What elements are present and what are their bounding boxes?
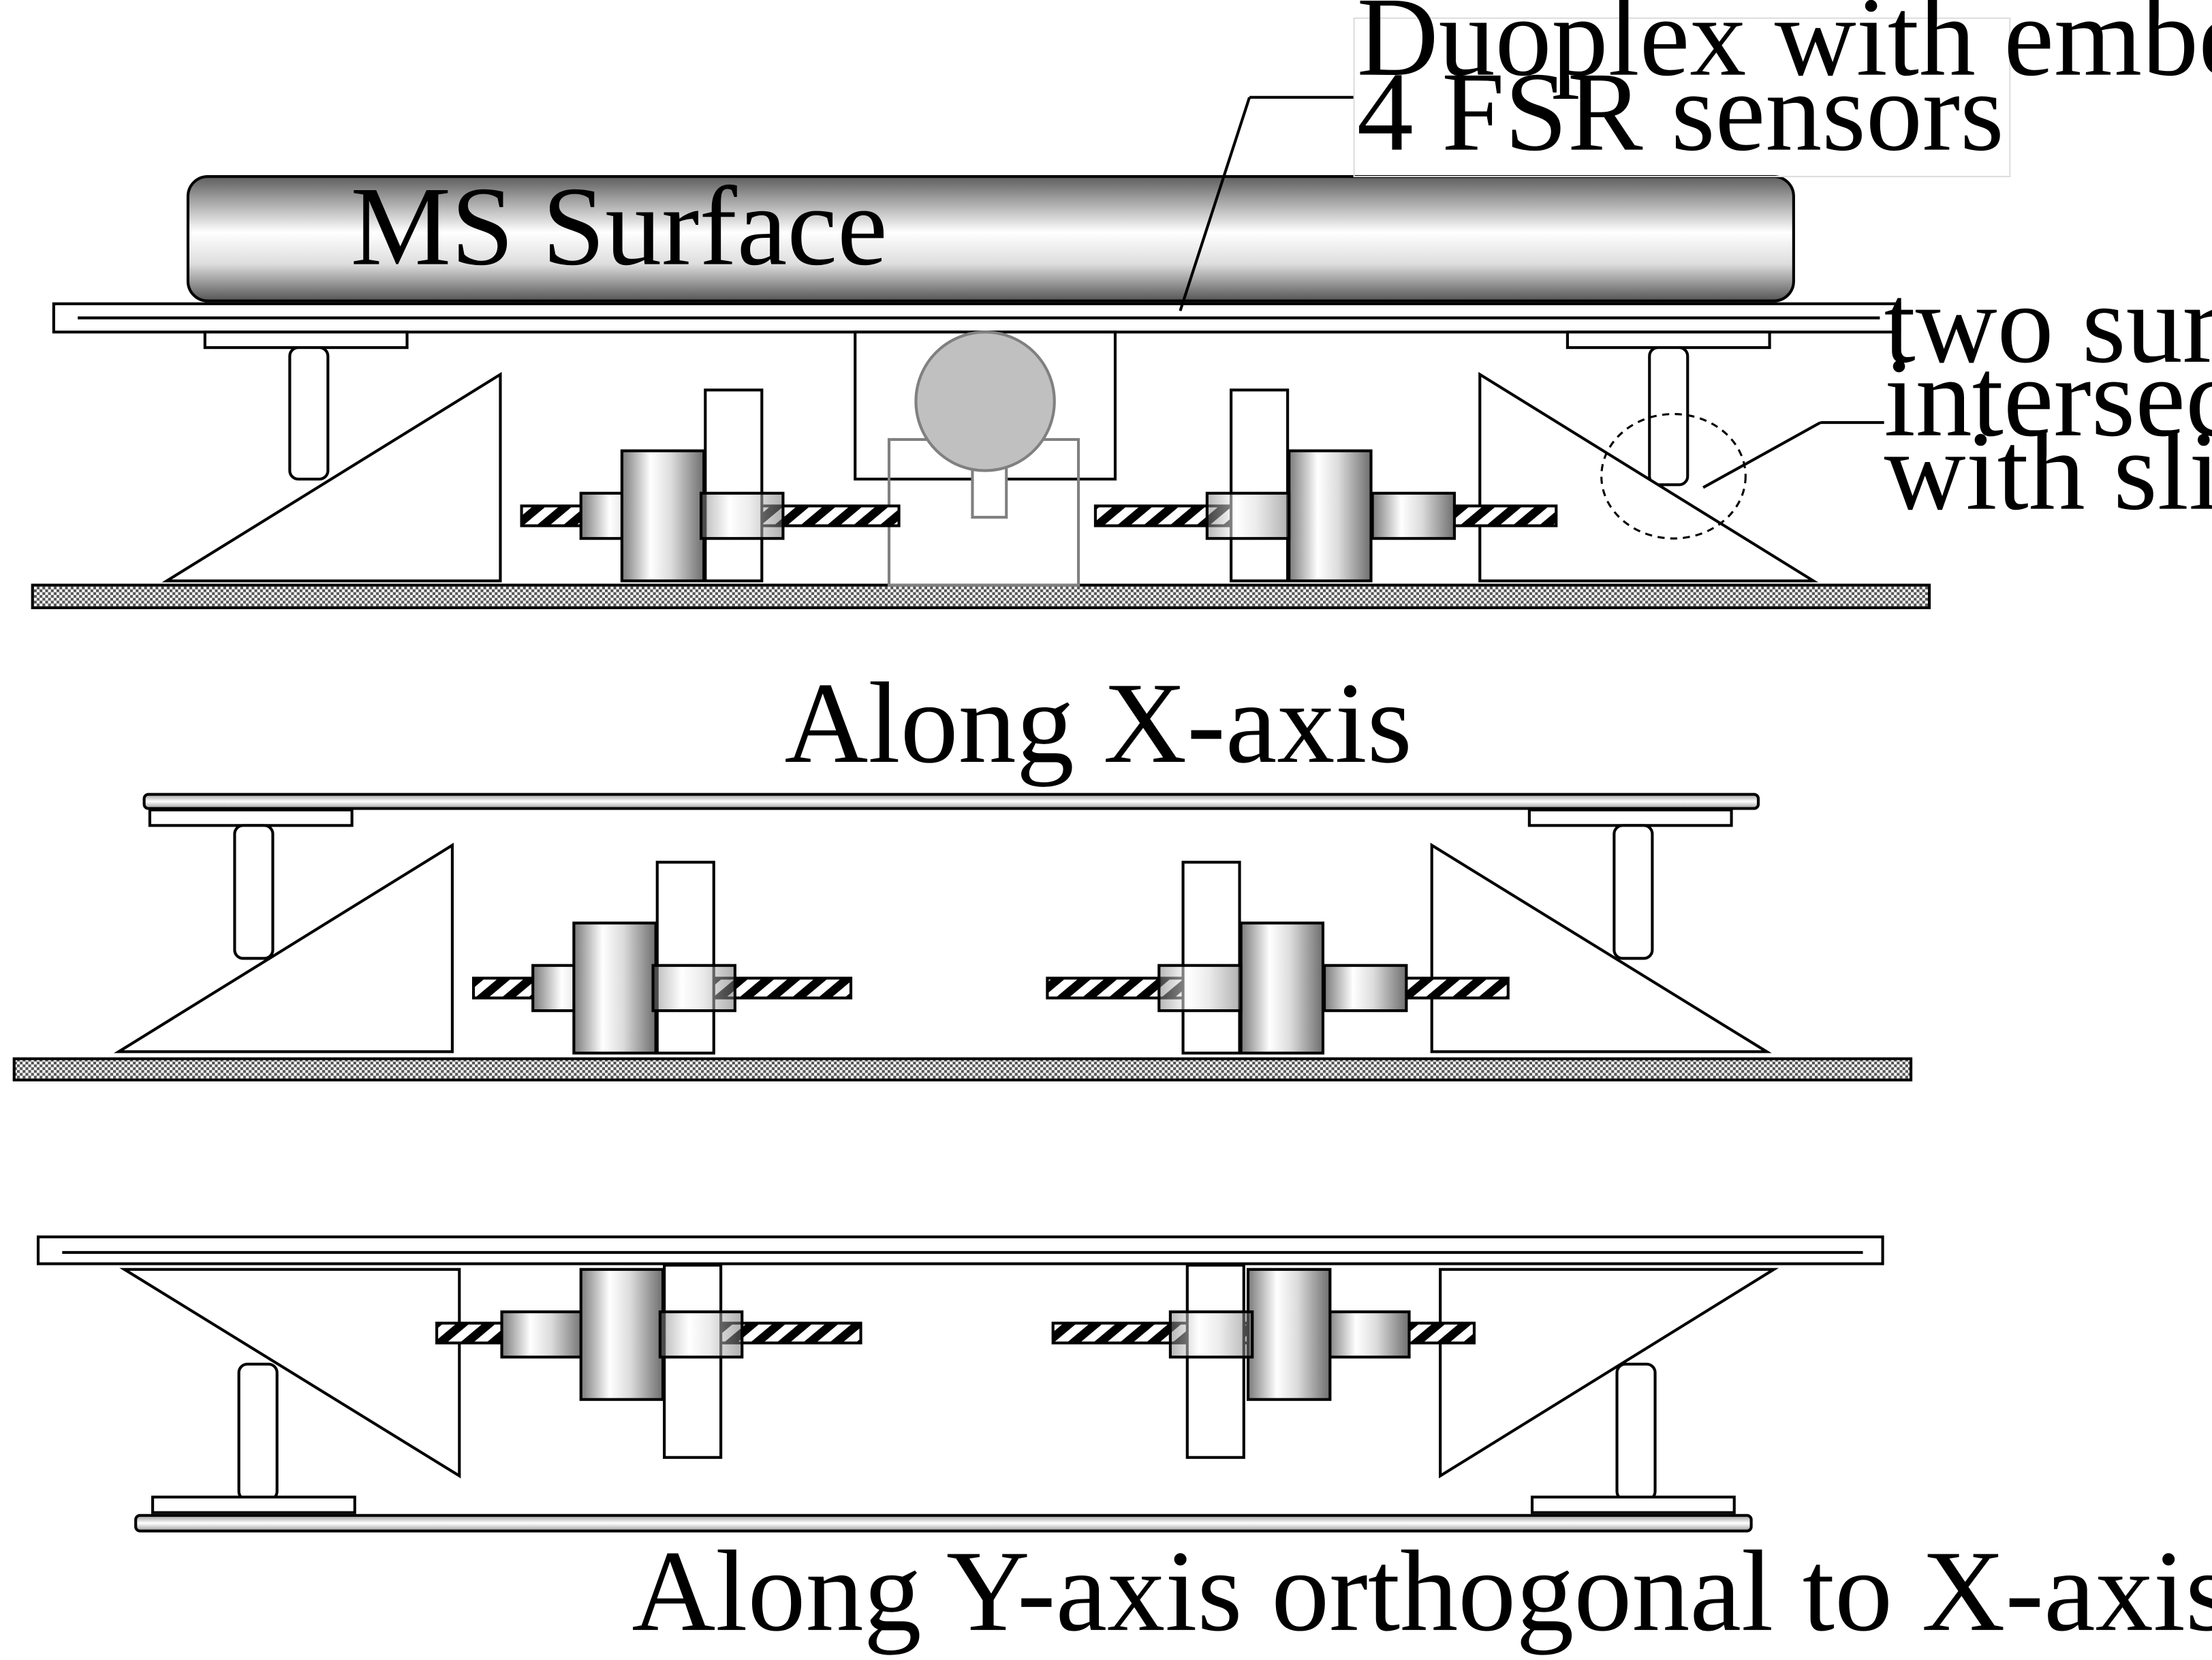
y-right-wedge: [1439, 1267, 1779, 1479]
m-left-actuator-nut: [651, 964, 736, 1013]
ms-surface-label: MS Surface: [351, 164, 888, 289]
duoplex-label-line2: 4 FSR sensors: [1357, 49, 2004, 174]
ball: [914, 331, 1056, 472]
x-right-top-pad: [1565, 331, 1771, 350]
x-right-actuator-nut: [1205, 491, 1291, 540]
m-right-wedge: [1430, 842, 1772, 1054]
x-left-top-pad: [203, 331, 409, 350]
x-right-wedge: [1478, 371, 1819, 583]
intersect-label-line2: intersecting: [1884, 335, 2212, 460]
y-top-plate: [36, 1235, 1884, 1265]
y-axis-caption: Along Y-axis orthogonal to X-axis: [632, 1526, 2212, 1655]
x-left-post: [288, 346, 330, 481]
y-left-actuator-motor-cylinder: [579, 1267, 665, 1401]
intersection-callout-circle: [1600, 413, 1747, 540]
m-left-wedge: [113, 842, 454, 1054]
y-left-actuator-coupler: [500, 1310, 585, 1359]
intersect-label-line3: with sliding: [1884, 408, 2212, 534]
y-left-actuator-bracket: [663, 1263, 723, 1459]
duoplex-label-box: [1353, 17, 2011, 178]
duoplex-label-line1: Duoplex with embedded: [1357, 0, 2212, 99]
duoplex-leader-diag: [1179, 97, 1251, 311]
m-right-actuator-coupler: [1322, 964, 1408, 1013]
y-right-actuator-nut: [1168, 1310, 1254, 1359]
x-left-actuator-motor-cylinder: [620, 449, 706, 583]
y-right-bottom-pad: [1530, 1495, 1736, 1514]
m-right-actuator-motor-cylinder: [1239, 921, 1325, 1055]
m-left-top-pad: [148, 808, 354, 827]
m-left-actuator-motor-cylinder: [572, 921, 657, 1055]
ms-surface-bar: [186, 174, 1795, 303]
x-left-actuator-nut: [700, 491, 785, 540]
ball-stem: [971, 466, 1008, 519]
m-top-plate: [142, 793, 1760, 810]
m-left-actuator-bracket: [655, 861, 715, 1055]
m-right-actuator-nut: [1157, 964, 1243, 1013]
m-right-post: [1613, 824, 1654, 960]
y-right-actuator-bracket: [1185, 1263, 1245, 1459]
intersect-label-line1: two surfaces: [1884, 261, 2212, 386]
y-right-post: [1615, 1362, 1657, 1502]
y-left-actuator-nut: [658, 1310, 744, 1359]
y-right-actuator-motor-cylinder: [1246, 1267, 1332, 1401]
m-right-actuator-bracket: [1181, 861, 1241, 1055]
y-left-wedge: [119, 1267, 461, 1479]
x-right-actuator-coupler: [1371, 491, 1457, 540]
x-axis-caption: Along X-axis: [784, 658, 1412, 787]
x-base-plate: [31, 583, 1931, 609]
y-bottom-plate: [134, 1513, 1753, 1533]
intersection-leader-diag: [1702, 421, 1822, 489]
x-right-actuator-motor-cylinder: [1288, 449, 1373, 583]
x-left-wedge: [161, 371, 502, 583]
x-left-actuator-bracket: [704, 388, 764, 583]
x-right-actuator-bracket: [1230, 388, 1290, 583]
y-left-post: [237, 1362, 279, 1502]
m-left-post: [233, 824, 275, 960]
y-right-actuator-coupler: [1326, 1310, 1411, 1359]
y-left-bottom-pad: [151, 1495, 356, 1514]
m-base-plate: [12, 1057, 1913, 1081]
m-right-top-pad: [1527, 808, 1733, 827]
